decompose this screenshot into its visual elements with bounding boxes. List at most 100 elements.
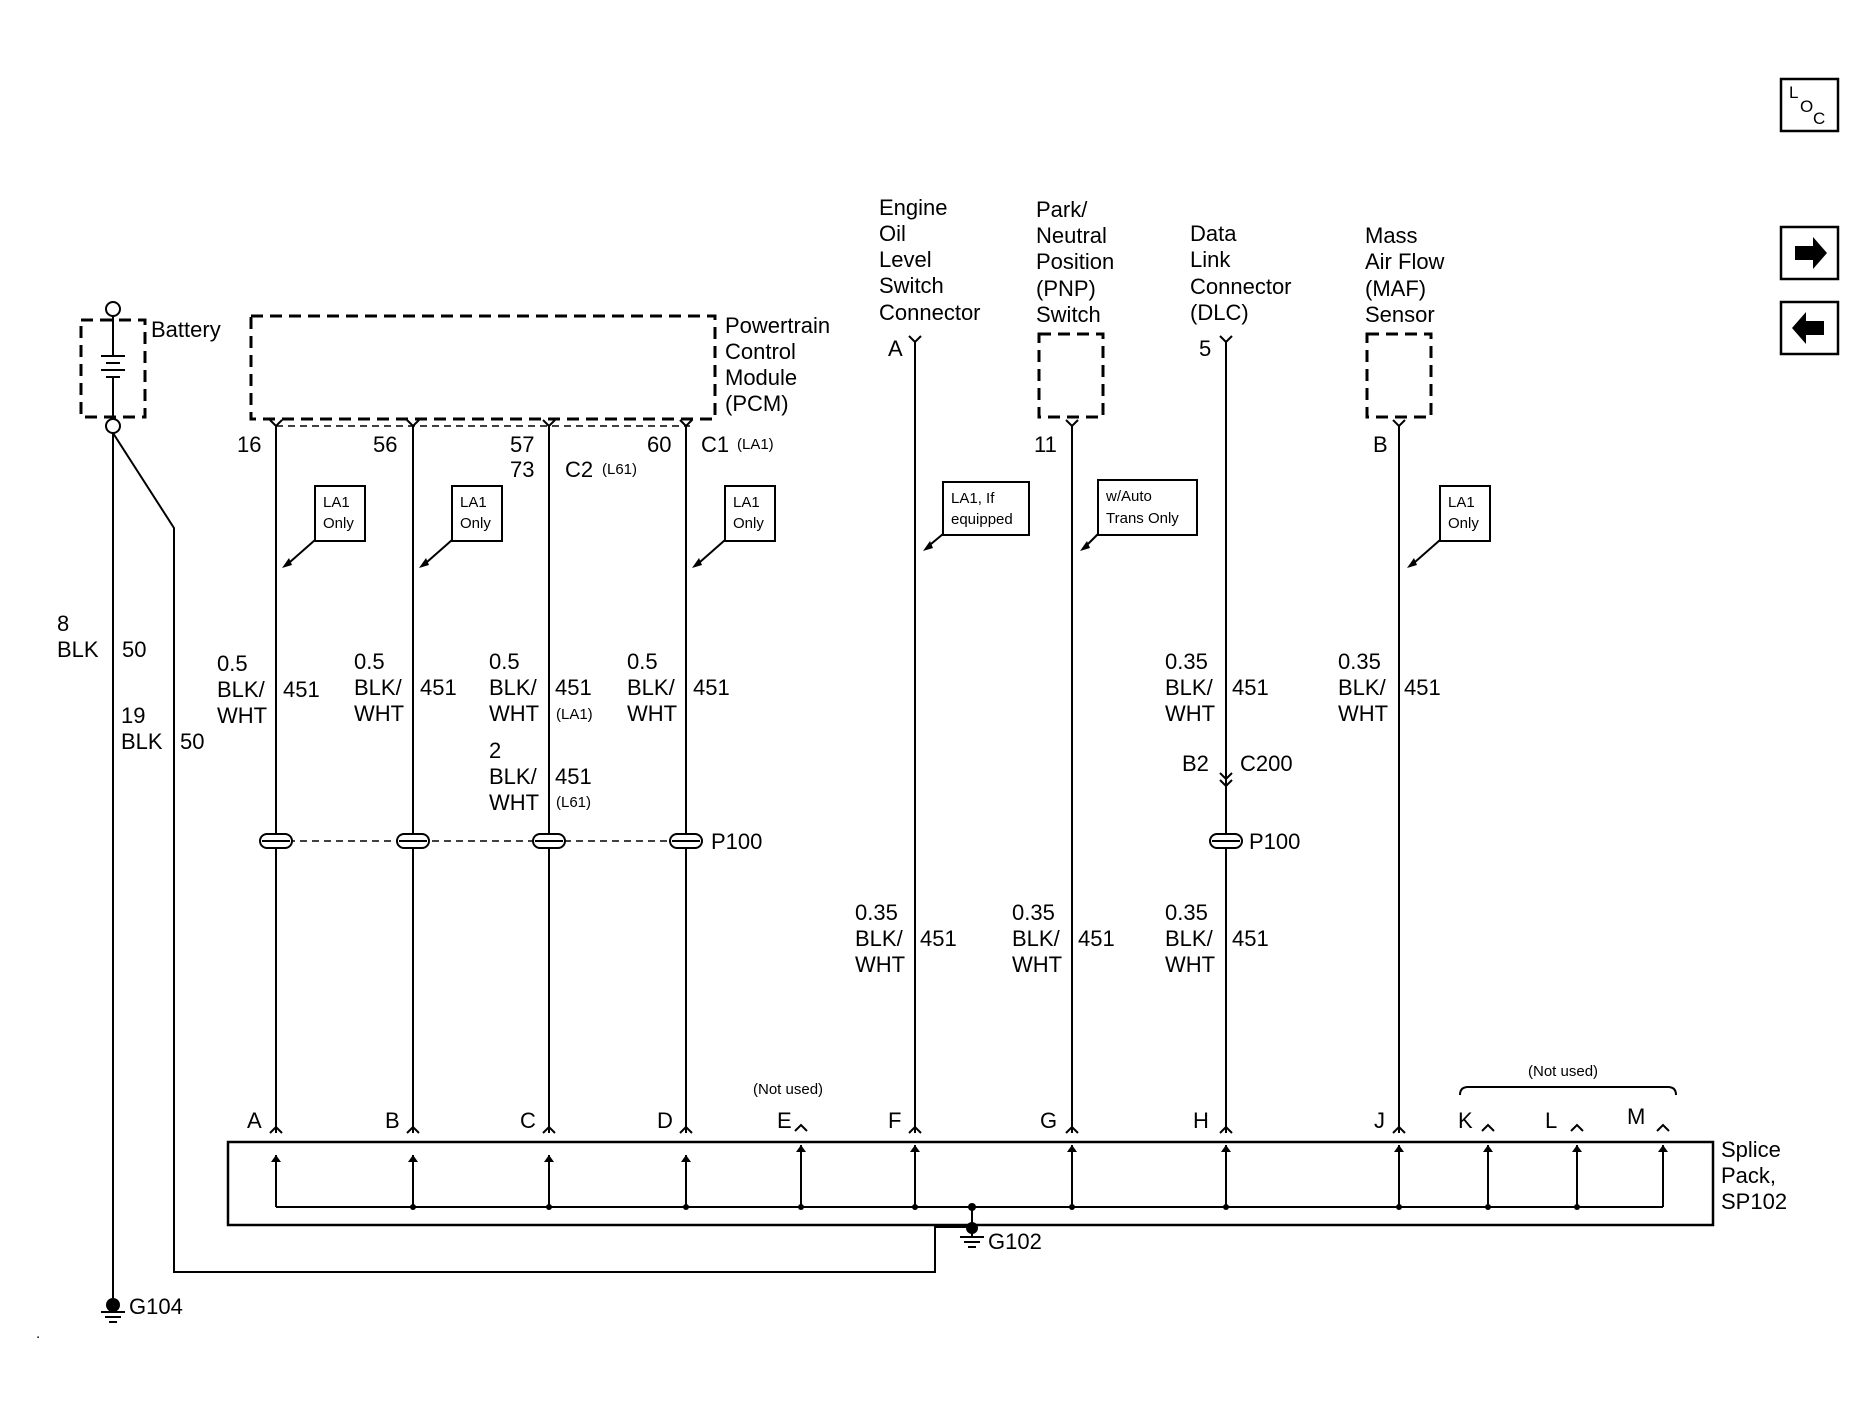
svg-text:Connector: Connector <box>1190 274 1292 299</box>
svg-text:K: K <box>1458 1108 1473 1133</box>
svg-text:Only: Only <box>733 515 764 532</box>
note-la1-only: LA1 Only <box>692 485 776 568</box>
svg-text:0.5: 0.5 <box>217 651 248 676</box>
svg-text:Link: Link <box>1190 247 1231 272</box>
battery: Battery <box>79 301 221 434</box>
svg-text:C: C <box>520 1108 536 1133</box>
note-la1-only: LA1 Only <box>419 485 503 568</box>
svg-text:WHT: WHT <box>855 952 905 977</box>
svg-text:E: E <box>777 1108 792 1133</box>
svg-text:BLK/: BLK/ <box>627 675 676 700</box>
svg-text:Control: Control <box>725 339 796 364</box>
svg-text:0.35: 0.35 <box>1338 649 1381 674</box>
svg-text:BLK/: BLK/ <box>217 677 266 702</box>
svg-text:LA1: LA1 <box>323 494 350 511</box>
next-page-button[interactable] <box>1779 225 1840 281</box>
svg-text:451: 451 <box>1232 675 1269 700</box>
svg-text:B: B <box>385 1108 400 1133</box>
svg-text:56: 56 <box>373 432 397 457</box>
svg-text:SP102: SP102 <box>1721 1189 1787 1214</box>
svg-text:19: 19 <box>121 703 145 728</box>
svg-text:0.35: 0.35 <box>1165 649 1208 674</box>
note-la1-only: LA1 Only <box>1407 485 1491 568</box>
svg-text:0.35: 0.35 <box>1012 900 1055 925</box>
svg-text:0.35: 0.35 <box>855 900 898 925</box>
svg-text:8: 8 <box>57 611 69 636</box>
svg-text:BLK: BLK <box>57 637 99 662</box>
svg-text:5: 5 <box>1199 336 1211 361</box>
svg-text:0.5: 0.5 <box>489 649 520 674</box>
svg-text:2: 2 <box>489 738 501 763</box>
svg-text:WHT: WHT <box>354 701 404 726</box>
svg-text:B2: B2 <box>1182 751 1209 776</box>
svg-text:A: A <box>888 336 903 361</box>
splice-pack-sp102: Splice Pack, SP102 <box>226 1137 1787 1227</box>
pnp-switch: Park/ Neutral Position (PNP) Switch 11 <box>1034 197 1114 1133</box>
p100-connector: P100 <box>259 829 762 854</box>
svg-text:WHT: WHT <box>1012 952 1062 977</box>
svg-text:(DLC): (DLC) <box>1190 300 1249 325</box>
c200-connector: B2 C200 <box>1182 751 1293 788</box>
svg-text:H: H <box>1193 1108 1209 1133</box>
svg-text:G102: G102 <box>988 1229 1042 1254</box>
svg-text:11: 11 <box>1034 432 1057 457</box>
arrow-left-icon <box>1792 312 1824 344</box>
svg-text:Neutral: Neutral <box>1036 223 1107 248</box>
svg-text:Only: Only <box>460 515 491 532</box>
pcm-module: Powertrain Control Module (PCM) <box>249 313 830 421</box>
svg-text:LA1: LA1 <box>733 494 760 511</box>
svg-text:(LA1): (LA1) <box>737 436 774 453</box>
svg-text:WHT: WHT <box>489 701 539 726</box>
svg-text:BLK/: BLK/ <box>489 675 538 700</box>
svg-text:(MAF): (MAF) <box>1365 276 1426 301</box>
previous-page-button[interactable] <box>1779 300 1840 356</box>
svg-text:Pack,: Pack, <box>1721 1163 1776 1188</box>
svg-text:Switch: Switch <box>1036 302 1101 327</box>
svg-text:(Not used): (Not used) <box>1528 1063 1598 1080</box>
svg-text:BLK/: BLK/ <box>354 675 403 700</box>
svg-text:WHT: WHT <box>627 701 677 726</box>
svg-text:BLK/: BLK/ <box>1012 926 1061 951</box>
svg-text:C2: C2 <box>565 457 593 482</box>
svg-text:BLK/: BLK/ <box>1338 675 1387 700</box>
p100-connector-dlc: P100 <box>1209 829 1300 854</box>
svg-text:Only: Only <box>323 515 354 532</box>
pcm-wires <box>269 419 693 1133</box>
note-la1-only: LA1 Only <box>282 485 366 568</box>
ground-g102: G102 <box>960 1203 1042 1254</box>
battery-wire-g102 <box>112 432 972 1273</box>
svg-text:Sensor: Sensor <box>1365 302 1435 327</box>
svg-text:0.35: 0.35 <box>1165 900 1208 925</box>
svg-text:C: C <box>1813 109 1825 128</box>
svg-text:D: D <box>657 1108 673 1133</box>
svg-text:B: B <box>1373 432 1388 457</box>
svg-text:w/Auto: w/Auto <box>1105 488 1152 505</box>
svg-text:451: 451 <box>1232 926 1269 951</box>
svg-text:WHT: WHT <box>217 703 267 728</box>
svg-text:Data: Data <box>1190 221 1237 246</box>
svg-text:Air Flow: Air Flow <box>1365 249 1445 274</box>
loc-button[interactable]: L O C <box>1779 77 1840 133</box>
svg-text:F: F <box>888 1108 901 1133</box>
svg-text:Level: Level <box>879 247 932 272</box>
svg-text:Switch: Switch <box>879 273 944 298</box>
svg-text:57: 57 <box>510 432 534 457</box>
svg-text:WHT: WHT <box>1338 701 1388 726</box>
svg-text:(LA1): (LA1) <box>556 706 593 723</box>
svg-text:J: J <box>1374 1108 1385 1133</box>
battery-label: Battery <box>151 317 221 342</box>
svg-text:16: 16 <box>237 432 261 457</box>
svg-text:451: 451 <box>920 926 957 951</box>
ground-g104: G104 <box>101 1294 183 1323</box>
svg-text:Oil: Oil <box>879 221 906 246</box>
svg-text:Trans Only: Trans Only <box>1106 510 1179 527</box>
svg-text:Splice: Splice <box>1721 1137 1781 1162</box>
note-auto-trans-only: w/Auto Trans Only <box>1080 479 1198 551</box>
svg-text:451: 451 <box>555 764 592 789</box>
svg-text:G: G <box>1040 1108 1057 1133</box>
svg-text:WHT: WHT <box>489 790 539 815</box>
svg-text:(PCM): (PCM) <box>725 391 789 416</box>
svg-text:Module: Module <box>725 365 797 390</box>
svg-text:50: 50 <box>180 729 204 754</box>
